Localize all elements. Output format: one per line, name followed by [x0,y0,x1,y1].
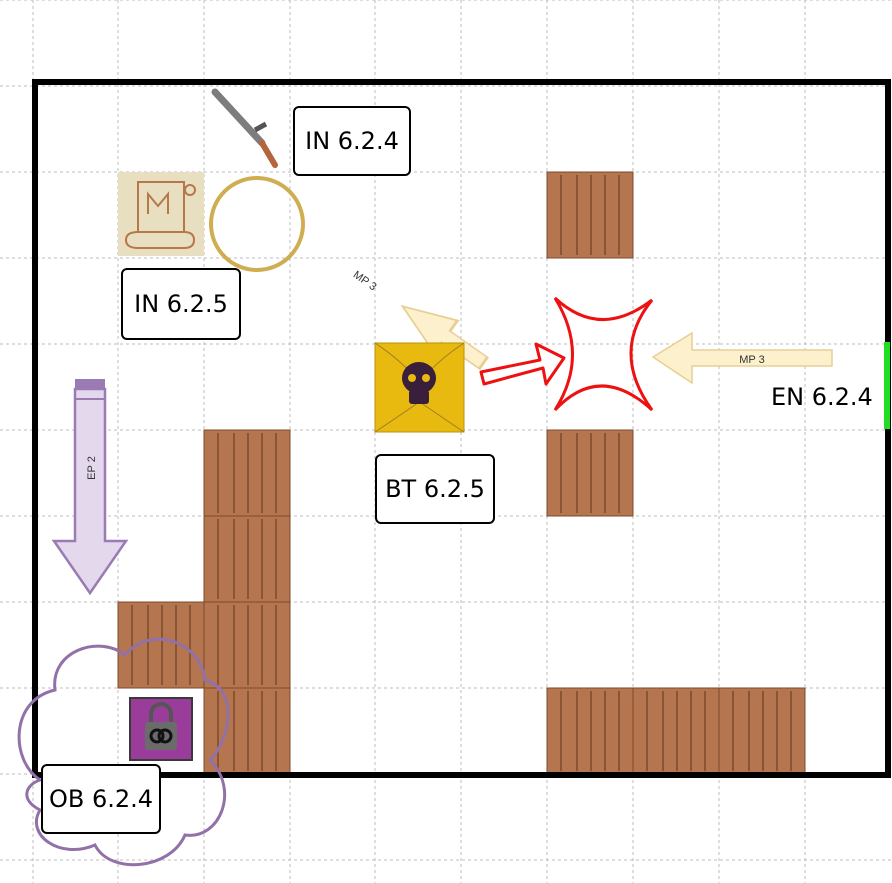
crate [117,601,205,689]
impact-burst-icon [553,296,654,412]
enter-arrow-down: EP 2 [51,379,129,596]
crate [632,687,720,775]
move-arrow-diagonal-label: MP 3 [351,269,379,293]
label-in-624: IN 6.2.4 [293,106,411,176]
crate [203,429,291,517]
exit-door [884,342,890,429]
lock-icon [129,697,193,761]
crate [546,171,634,259]
skull-trap-icon [374,342,465,433]
crate [203,687,291,775]
move-arrow-left-label: MP 3 [739,354,764,366]
crate [546,429,634,517]
crates [117,171,806,775]
crate [203,601,291,689]
label-bt-625: BT 6.2.5 [375,454,495,524]
cloud-icon [17,637,230,867]
label-ob-624: OB 6.2.4 [41,764,161,834]
crate [546,687,634,775]
attack-arrow [479,342,566,386]
scroll-icon [118,172,204,256]
move-arrow-left: MP 3 [651,331,833,385]
crate [718,687,806,775]
label-en-624: EN 6.2.4 [771,383,873,411]
ring-icon [209,176,305,272]
label-in-625: IN 6.2.5 [121,268,241,340]
crate [203,515,291,603]
enter-arrow-label: EP 2 [86,456,98,480]
sword-icon [211,88,278,168]
